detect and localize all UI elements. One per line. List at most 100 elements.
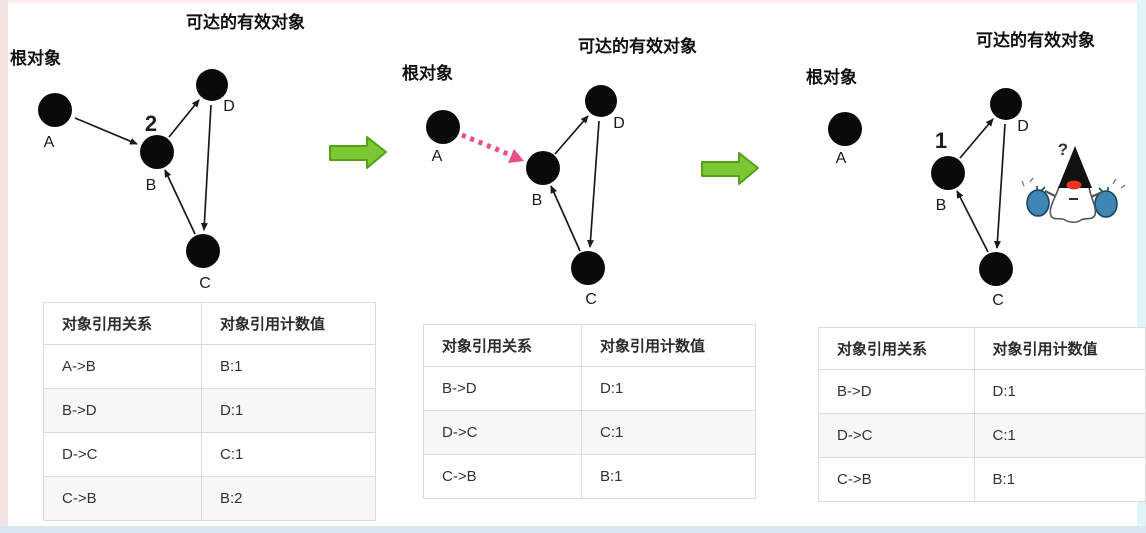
motion-ticks (1021, 177, 1126, 189)
node-a-label: A (432, 148, 443, 165)
node-c (979, 252, 1013, 286)
duke-mascot-icon: ? (1021, 140, 1126, 224)
col-header-relation: 对象引用关系 (43, 302, 202, 345)
cell-count: B:2 (201, 476, 376, 521)
cell-count: B:1 (201, 344, 376, 389)
panel1-root-label: 根对象 (10, 49, 61, 68)
node-c-label: C (585, 291, 597, 308)
cell-relation: B->D (818, 369, 975, 414)
node-b (140, 135, 174, 169)
panel3-graph: A B D C 1 ? (828, 88, 1126, 309)
col-header-relation: 对象引用关系 (423, 324, 582, 367)
node-a (426, 110, 460, 144)
duke-hat (1058, 146, 1092, 188)
col-header-count: 对象引用计数值 (201, 302, 376, 345)
node-d-label: D (613, 115, 625, 132)
edge-c-to-b (550, 185, 581, 252)
cell-relation: C->B (818, 457, 975, 502)
edge-a-to-b (74, 117, 138, 145)
removed-edge-a-to-b-dotted (461, 132, 509, 157)
node-a-unreferenced (828, 112, 862, 146)
panel2-root-label: 根对象 (402, 64, 453, 83)
transition-arrow-icon-1 (329, 136, 387, 169)
node-b-label: B (532, 192, 543, 209)
garbage-bag-right-icon (1094, 190, 1118, 218)
cell-count: D:1 (201, 388, 376, 433)
bag-right-knot (1098, 187, 1109, 193)
node-b-label: B (936, 197, 947, 214)
node-b (526, 151, 560, 185)
cell-count: D:1 (973, 369, 1146, 414)
node-d (990, 88, 1022, 120)
edge-b-to-d (554, 115, 589, 155)
cell-relation: D->C (43, 432, 202, 477)
node-b (931, 156, 965, 190)
duke-nose (1066, 180, 1082, 190)
node-c (186, 234, 220, 268)
frame-edge-top (0, 0, 1146, 3)
cell-relation: C->B (423, 454, 582, 499)
edge-d-to-c (200, 104, 212, 231)
panel2-reachable-label: 可达的有效对象 (578, 37, 697, 56)
cell-count: C:1 (201, 432, 376, 477)
table-header-row: 对象引用关系 对象引用计数值 (423, 324, 756, 367)
table-header-row: 对象引用关系 对象引用计数值 (818, 327, 1146, 370)
object-graphs-canvas: A B D C 2 A B D C (38, 69, 1126, 309)
ref-count-badge-b: 2 (145, 111, 157, 136)
cell-relation: A->B (43, 344, 202, 389)
panel3-root-label: 根对象 (806, 68, 857, 87)
node-d-label: D (223, 98, 235, 115)
node-c (571, 251, 605, 285)
panel1-reachable-label: 可达的有效对象 (186, 13, 305, 32)
bag-left-knot (1036, 186, 1046, 192)
node-b-label: B (146, 177, 157, 194)
node-d-label: D (1017, 118, 1029, 135)
cell-relation: B->D (423, 366, 582, 411)
edge-d-to-c (993, 123, 1006, 249)
duke-body (1049, 186, 1097, 224)
panel2-graph: A B D C (426, 85, 625, 308)
cell-count: B:1 (581, 454, 756, 499)
edge-c-to-b (956, 190, 989, 253)
panel3-reachable-label: 可达的有效对象 (976, 31, 1095, 50)
cell-count: C:1 (581, 410, 756, 455)
cell-relation: B->D (43, 388, 202, 433)
cell-relation: C->B (43, 476, 202, 521)
question-mark: ? (1058, 140, 1068, 159)
col-header-count: 对象引用计数值 (973, 327, 1146, 370)
node-d (585, 85, 617, 117)
cell-relation: D->C (423, 410, 582, 455)
panel1-graph: A B D C 2 (38, 69, 235, 292)
col-header-relation: 对象引用关系 (818, 327, 975, 370)
node-c-label: C (199, 275, 211, 292)
cell-relation: D->C (818, 413, 975, 458)
node-a-label: A (836, 150, 847, 167)
node-a-label: A (44, 134, 55, 151)
cell-count: D:1 (581, 366, 756, 411)
cell-count: B:1 (973, 457, 1146, 502)
frame-edge-bottom (0, 526, 1146, 533)
frame-edge-left (0, 0, 8, 533)
ref-count-badge-b: 1 (935, 128, 947, 153)
node-d (196, 69, 228, 101)
node-c-label: C (992, 292, 1004, 309)
frame-edge-right (1137, 0, 1146, 533)
col-header-count: 对象引用计数值 (581, 324, 756, 367)
edge-b-to-d (168, 99, 200, 138)
table-header-row: 对象引用关系 对象引用计数值 (43, 302, 376, 345)
edge-d-to-c (587, 120, 600, 248)
edge-c-to-b (164, 169, 196, 235)
transition-arrow-icon-2 (701, 152, 759, 185)
